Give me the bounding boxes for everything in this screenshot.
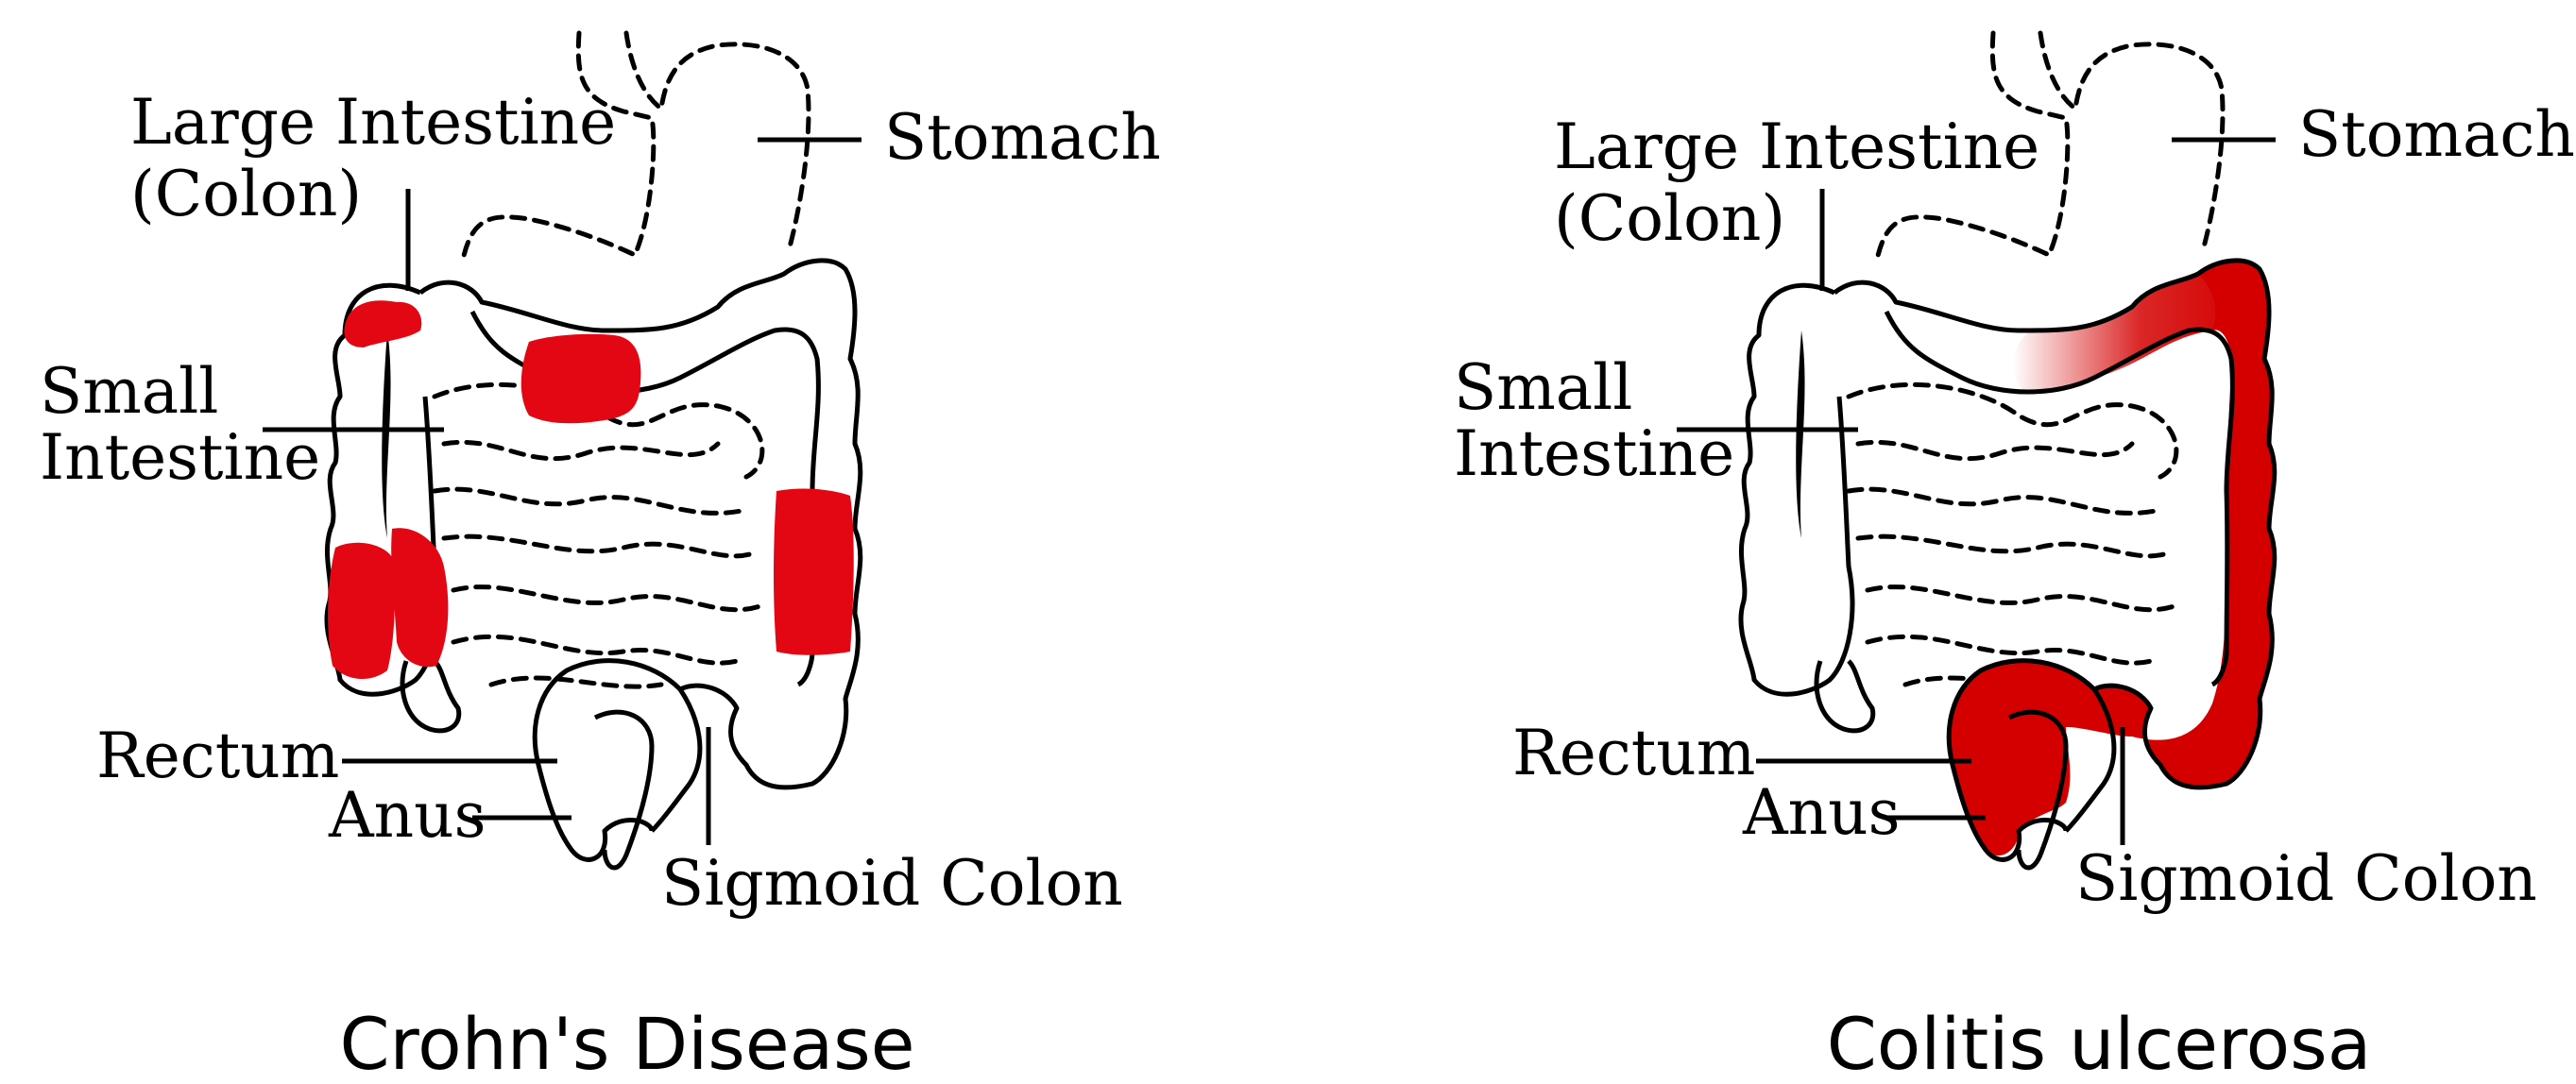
crohns-leader-lines <box>263 140 862 845</box>
crohns-panel: Large Intestine (Colon) Stomach Small In… <box>40 33 1161 1084</box>
label-large-intestine: Large Intestine <box>130 86 616 159</box>
crohn-patch-cecum-top <box>344 300 421 347</box>
colitis-panel: Large Intestine (Colon) Stomach Small In… <box>1454 33 2575 1084</box>
label-stomach: Stomach <box>2298 98 2575 171</box>
label-sigmoid-colon: Sigmoid Colon <box>661 847 1123 920</box>
label-colon: (Colon) <box>1554 182 1785 255</box>
label-rectum: Rectum <box>1512 717 1755 789</box>
label-anus: Anus <box>328 779 486 852</box>
crohn-patch-ascending-left <box>328 543 395 679</box>
small-intestine-loops <box>1849 384 2179 686</box>
small-intestine-loops <box>435 384 765 686</box>
label-large-intestine: Large Intestine <box>1554 110 2039 183</box>
label-anus: Anus <box>1742 776 1901 849</box>
crohns-inflammation-patches <box>328 300 854 679</box>
crohn-patch-transverse <box>521 334 641 423</box>
label-rectum: Rectum <box>96 720 339 792</box>
caption-crohns-disease: Crohn's Disease <box>339 1002 914 1084</box>
label-small-intestine: Intestine <box>1454 417 1734 490</box>
label-small-intestine: Intestine <box>40 421 320 494</box>
label-sigmoid-colon: Sigmoid Colon <box>2075 842 2537 915</box>
caption-colitis-ulcerosa: Colitis ulcerosa <box>1827 1002 2372 1084</box>
crohn-patch-ascending-right <box>391 528 448 667</box>
label-small: Small <box>1454 351 1632 424</box>
label-small: Small <box>40 355 218 428</box>
label-colon: (Colon) <box>130 158 362 230</box>
label-stomach: Stomach <box>884 101 1161 174</box>
crohn-patch-descending <box>774 489 854 655</box>
